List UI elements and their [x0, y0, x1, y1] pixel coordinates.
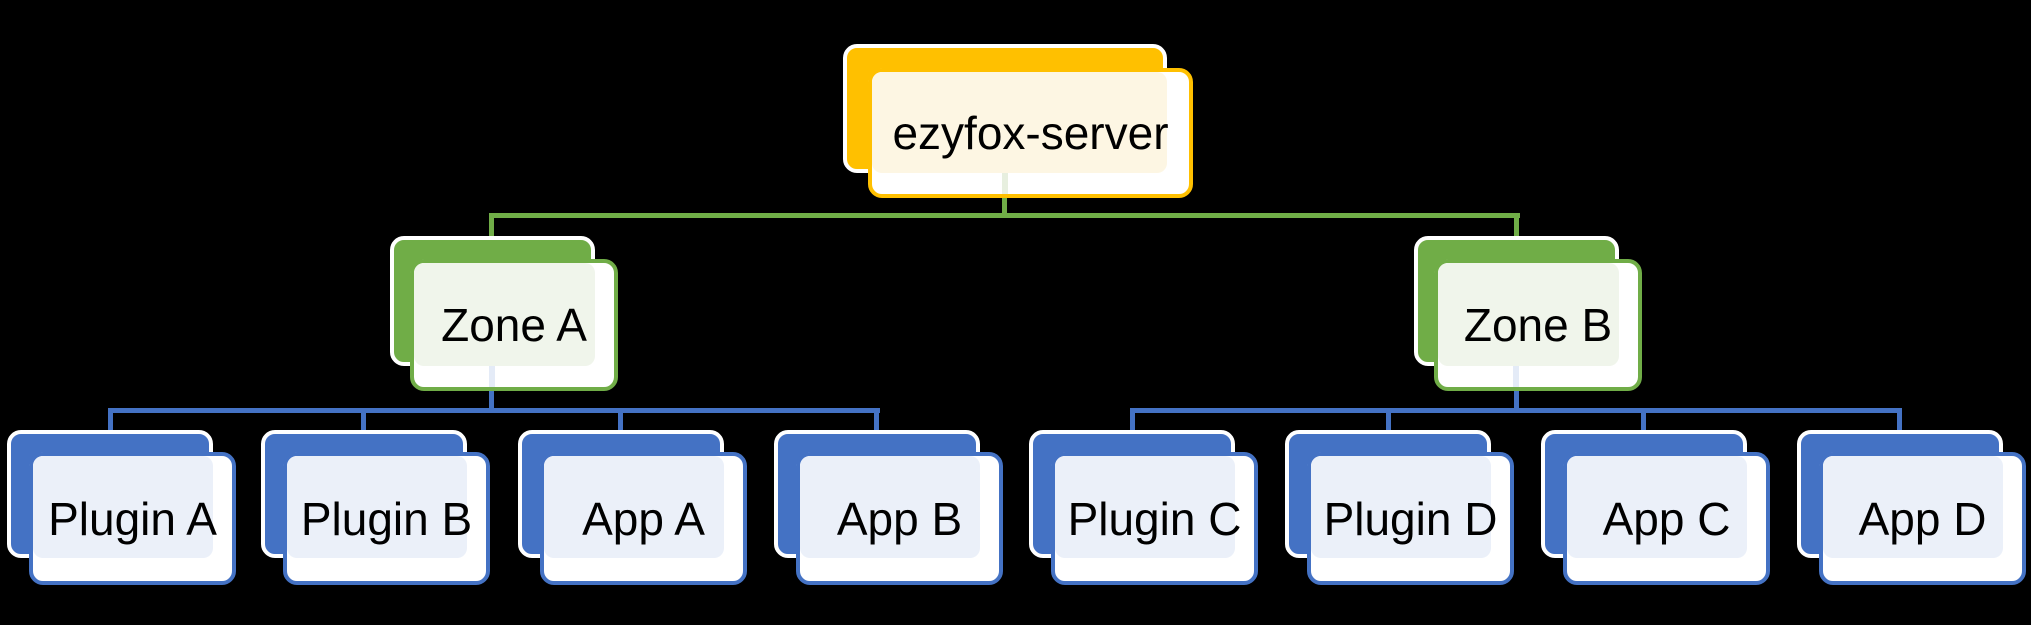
- node-plugin-c: Plugin C: [1029, 430, 1258, 585]
- connector-zone-b-riser: [1514, 385, 1519, 413]
- node-label: Plugin D: [1323, 492, 1498, 545]
- node-label: App C: [1602, 492, 1731, 545]
- connector-drop-plugin-d: [1386, 410, 1391, 434]
- connector-zone-a-bus: [108, 408, 880, 413]
- front-box: App B: [796, 452, 1003, 585]
- node-label: Zone A: [441, 299, 587, 351]
- connector-zone-b-bus: [1130, 408, 1902, 413]
- connector-drop-app-a: [618, 410, 623, 434]
- front-box: Zone A: [410, 259, 618, 391]
- node-label: Plugin A: [48, 492, 217, 545]
- tint-panel: [800, 456, 980, 558]
- connector-drop-plugin-c: [1130, 410, 1135, 434]
- connector-root-stub: [1002, 194, 1007, 214]
- node-ezyfox-server: ezyfox-server: [843, 44, 1193, 198]
- front-box: App A: [540, 452, 747, 585]
- connector-ghost: [1513, 366, 1519, 387]
- front-box: App D: [1819, 452, 2026, 585]
- node-app-c: App C: [1541, 430, 1770, 585]
- connector-drop-app-b: [874, 410, 879, 434]
- tint-panel: [287, 456, 467, 558]
- connector-drop-zone-a: [489, 213, 494, 239]
- node-zone-b: Zone B: [1414, 236, 1642, 391]
- tint-panel: [872, 72, 1167, 173]
- front-box: Plugin C: [1051, 452, 1258, 585]
- node-label: Plugin B: [300, 492, 473, 545]
- tint-panel: [33, 456, 213, 558]
- tint-panel: [544, 456, 724, 558]
- front-box: Plugin B: [283, 452, 490, 585]
- node-plugin-a: Plugin A: [7, 430, 236, 585]
- connector-drop-plugin-b: [361, 410, 366, 434]
- front-box: Zone B: [1434, 259, 1642, 391]
- connector-zone-a-riser: [489, 385, 494, 413]
- tint-panel: [1567, 456, 1747, 558]
- tint-panel: [1823, 456, 2003, 558]
- front-box: Plugin A: [29, 452, 236, 585]
- node-label: Plugin C: [1067, 492, 1242, 545]
- tint-panel: [414, 263, 595, 366]
- node-zone-a: Zone A: [390, 236, 618, 391]
- connector-drop-zone-b: [1514, 213, 1519, 239]
- node-app-a: App A: [518, 430, 747, 585]
- connector-ghost: [1002, 173, 1008, 194]
- front-box: ezyfox-server: [868, 68, 1193, 198]
- front-box: Plugin D: [1307, 452, 1514, 585]
- node-label: App B: [836, 492, 963, 545]
- connector-ghost: [489, 366, 495, 387]
- node-label: Zone B: [1463, 299, 1613, 351]
- node-plugin-d: Plugin D: [1285, 430, 1514, 585]
- front-box: App C: [1563, 452, 1770, 585]
- tint-panel: [1055, 456, 1235, 558]
- connector-drop-app-c: [1641, 410, 1646, 434]
- node-app-d: App D: [1797, 430, 2026, 585]
- tint-panel: [1311, 456, 1491, 558]
- node-label: App D: [1858, 492, 1987, 545]
- node-app-b: App B: [774, 430, 1003, 585]
- connector-zone-bus: [489, 213, 1520, 218]
- node-plugin-b: Plugin B: [261, 430, 490, 585]
- connector-drop-app-d: [1897, 410, 1902, 434]
- node-label: App A: [582, 492, 705, 545]
- node-label: ezyfox-server: [892, 107, 1169, 159]
- connector-drop-plugin-a: [108, 410, 113, 434]
- tint-panel: [1438, 263, 1619, 366]
